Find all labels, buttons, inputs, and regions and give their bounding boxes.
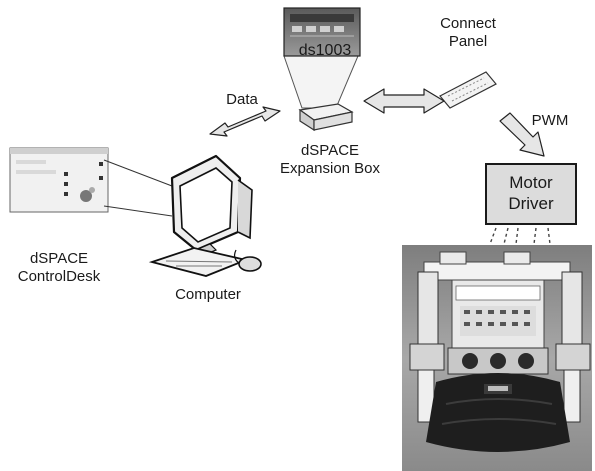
signal-lines [489,227,551,245]
keyboard-icon [148,247,250,277]
controldesk-label-line1: dSPACE [29,250,89,267]
motor-driver-box [485,163,577,225]
motor-driver-label-line1: Motor [509,173,553,192]
connect-panel-label: Connect Panel [420,15,516,51]
data-label: Data [226,91,258,108]
mouse-icon [233,249,262,272]
expansion-box-label: dSPACE Expansion Box [266,142,394,178]
motor-driver-label: Motor Driver [486,172,576,214]
link-arrow [363,88,445,114]
motor-driver-label-line2: Driver [508,194,554,213]
connect-panel-label-line2: Panel [448,33,488,50]
ds1003-board-icon [283,7,361,109]
computer-icon [170,154,253,255]
connect-panel-label-line1: Connect [440,15,496,32]
monitor-screen-icon [9,147,173,217]
computer-label: Computer [175,286,241,303]
controldesk-label-line2: ControlDesk [17,268,101,285]
pwm-label: PWM [531,112,569,129]
connect-panel-icon [439,71,497,109]
expansion-box-label-line1: dSPACE [300,142,360,159]
expansion-box-label-line2: Expansion Box [279,160,381,177]
expansion-box-icon [298,103,354,132]
ds1003-label: ds1003 [298,42,352,59]
robot-icon [402,245,592,471]
data-arrow [209,106,281,137]
controldesk-label: dSPACE ControlDesk [6,250,112,286]
pwm-arrow [499,112,545,157]
